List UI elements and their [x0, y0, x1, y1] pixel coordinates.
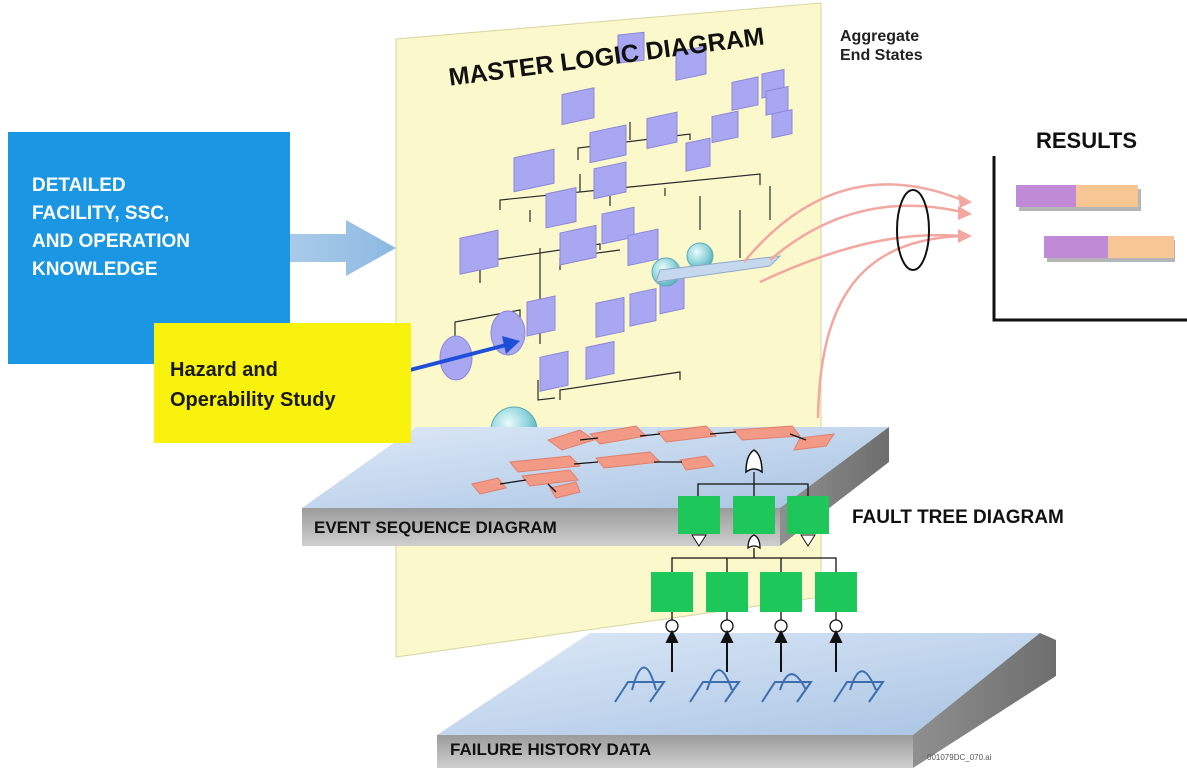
file-id-label: 001079DC_070.ai	[927, 753, 992, 762]
mld-node	[459, 229, 499, 275]
esd-nodes	[471, 425, 836, 499]
result-bar-a-peach	[1076, 185, 1138, 207]
hazop-arrow	[409, 336, 520, 372]
results-bars	[1016, 185, 1175, 262]
results-label: RESULTS	[1036, 128, 1138, 153]
fault-or-gate	[747, 534, 761, 550]
mld-node	[601, 206, 635, 245]
esd-node	[546, 429, 596, 451]
mld-node	[539, 350, 569, 392]
failure-curves	[614, 666, 885, 703]
basic-event	[760, 572, 802, 612]
mld-node	[629, 287, 657, 327]
mld-small-slab	[655, 255, 782, 283]
fault-event	[787, 496, 829, 534]
mld-node	[545, 186, 577, 229]
esd-connectors	[499, 431, 807, 493]
hazop-box: Hazard and Operability Study	[154, 323, 411, 443]
fault-tree	[651, 449, 857, 672]
esd-node	[679, 455, 715, 471]
fault-tree-label: FAULT TREE DIAGRAM	[852, 507, 1064, 528]
esd-node	[657, 425, 718, 443]
mld-node	[771, 109, 793, 139]
esd-node	[549, 481, 581, 499]
aggregate-ellipse	[896, 189, 930, 271]
mld-node	[711, 110, 739, 144]
end-state-arrowheads	[958, 194, 972, 243]
mld-nodes	[439, 31, 793, 392]
esd-node	[733, 425, 801, 441]
failure-history-label: FAILURE HISTORY DATA	[450, 740, 652, 759]
mld-node	[595, 296, 625, 338]
end-state-arrows	[743, 183, 963, 419]
mld-node	[617, 31, 645, 64]
results-axes	[992, 156, 1187, 322]
basic-event	[706, 572, 748, 612]
esd-node	[471, 477, 507, 495]
mld-node	[559, 224, 597, 266]
mld-node	[589, 124, 627, 164]
hazop-label: Hazard and Operability Study	[170, 359, 336, 411]
result-bar-b-purple	[1044, 236, 1108, 258]
knowledge-label: DETAILED FACILITY, SSC, AND OPERATION KN…	[32, 175, 190, 280]
failure-history-plate	[437, 633, 1056, 768]
mld-node	[513, 148, 555, 193]
fault-or-gate	[745, 449, 763, 474]
mld-node	[731, 76, 759, 112]
transfer-triangle	[691, 534, 707, 547]
mld-node	[593, 161, 627, 200]
mld-node	[646, 111, 678, 150]
mld-node	[526, 295, 556, 337]
esd-node	[509, 455, 582, 473]
fault-event	[733, 496, 775, 534]
result-bar-a-purple	[1016, 185, 1076, 207]
esd-node	[521, 469, 579, 487]
mld-node	[685, 137, 711, 172]
mld-node	[561, 87, 595, 126]
event-sequence-label: EVENT SEQUENCE DIAGRAM	[314, 518, 557, 537]
fault-event	[678, 496, 720, 534]
basic-event	[651, 572, 693, 612]
mld-node	[627, 228, 659, 267]
transfer-triangle	[800, 534, 816, 547]
knowledge-arrow	[290, 220, 396, 276]
mld-node	[675, 45, 707, 81]
esd-node	[793, 433, 836, 451]
mld-node	[585, 340, 615, 381]
aggregate-end-states-label: Aggregate End States	[840, 28, 923, 64]
basic-event	[815, 572, 857, 612]
result-bar-b-peach	[1108, 236, 1174, 258]
